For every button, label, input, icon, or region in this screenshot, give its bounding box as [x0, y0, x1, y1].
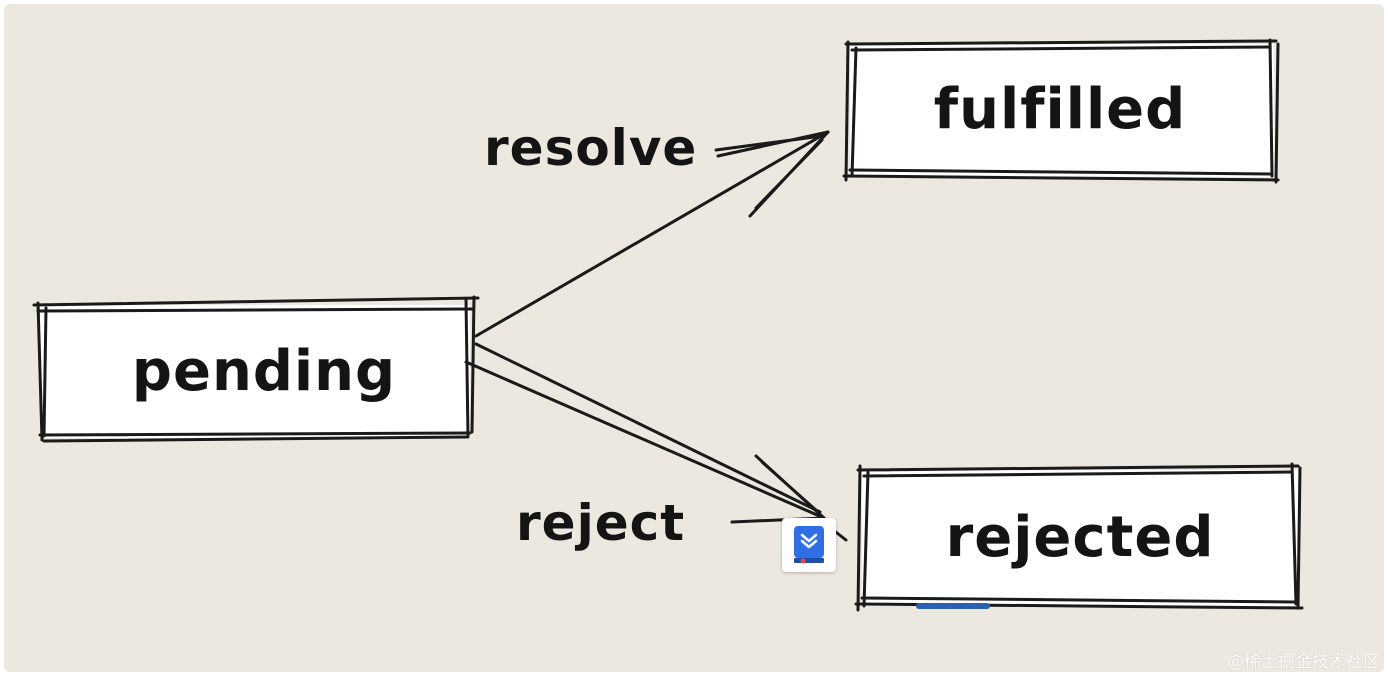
pending-node: pending	[32, 295, 480, 443]
blue-underline-mark	[916, 603, 990, 609]
watermark: @稀土掘金技术社区	[1227, 652, 1380, 672]
pending-label: pending	[132, 339, 396, 404]
rejected-label: rejected	[946, 505, 1215, 570]
bookmark-download-icon[interactable]	[782, 518, 836, 572]
rejected-node: rejected	[854, 462, 1304, 612]
fulfilled-label: fulfilled	[934, 77, 1186, 142]
resolve-label: resolve	[484, 119, 697, 177]
resolve-arrow	[474, 130, 830, 338]
reject-label: reject	[516, 494, 685, 552]
fulfilled-node: fulfilled	[842, 38, 1280, 184]
